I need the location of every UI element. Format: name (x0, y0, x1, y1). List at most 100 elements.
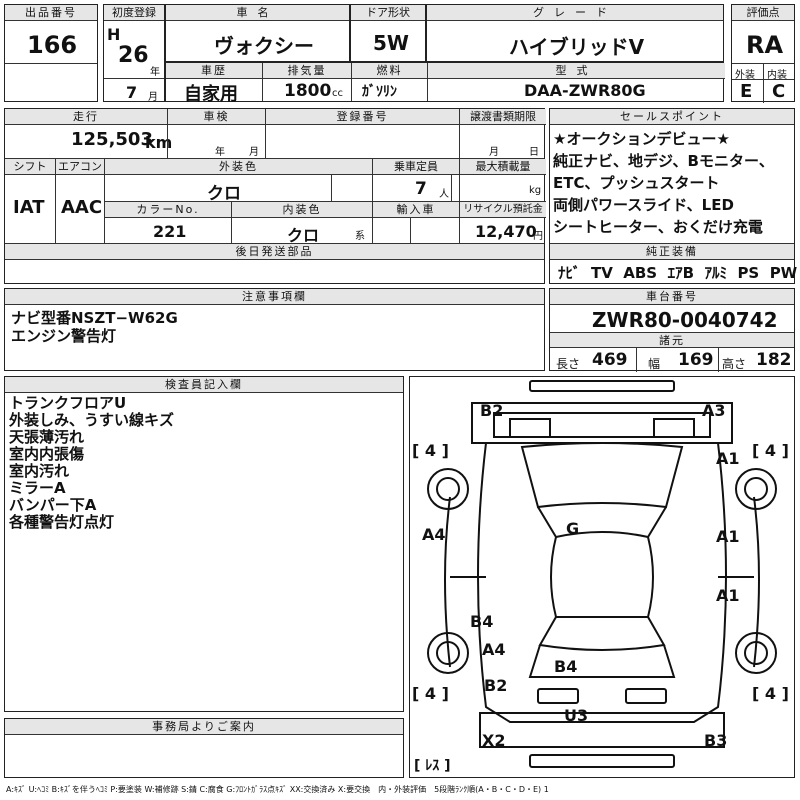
grade-box: グレード ハイブリッドV (426, 4, 724, 62)
office-box: 事務局よりご案内 (4, 718, 404, 778)
shift-label: シフト (5, 159, 55, 175)
detail-grid: 走行 125,503 km 車検 年 月 登録番号 譲渡書類期限 月 日 シフト… (4, 108, 546, 284)
damage-mark: A1 (716, 449, 740, 468)
model-code: DAA-ZWR80G (524, 81, 646, 100)
car-name-label: 車名 (166, 5, 349, 21)
history-label: 車歴 (166, 63, 262, 79)
shift-value: IAT (13, 197, 45, 218)
damage-mark: B4 (470, 612, 494, 631)
ac-value: AAC (61, 197, 103, 218)
first-registration-box: 初度登録 H 26 年 7 月 (103, 4, 165, 103)
recycle-value: 12,470 (475, 222, 537, 241)
sales-point-line: 純正ナビ、地デジ、Bモニター、 (553, 152, 774, 170)
score-value: RA (746, 31, 784, 59)
damage-mark: A3 (702, 401, 726, 420)
inspector-line: ミラーA (9, 479, 66, 497)
first-reg-year: 26 (118, 43, 149, 68)
ext-label: 外装 (735, 70, 755, 81)
equipment-item: PW (769, 264, 798, 282)
spec-length: 469 (592, 350, 628, 370)
interior-color-label: 内装色 (232, 202, 372, 218)
lot-box: 出品番号 166 (4, 4, 98, 102)
interior-color-value: クロ (287, 226, 320, 245)
legend: A:ｷｽﾞ U:ﾍｺﾐ B:ｷｽﾞを伴うﾍｺﾐ P:要塗装 W:補修跡 S:錆 … (6, 785, 549, 794)
door-value: 5W (373, 31, 409, 55)
capacity-value: 7 (415, 179, 427, 199)
notes-line: ナビ型番NSZT−W62G (11, 309, 178, 327)
sales-point-line: 両側パワースライド、LED (553, 196, 734, 214)
fuel-value: ｶﾞｿﾘﾝ (362, 84, 397, 100)
equipment-item: ﾅﾋﾞ (558, 264, 581, 282)
damage-mark: A4 (422, 525, 446, 544)
notes-line: エンジン警告灯 (11, 327, 117, 345)
inspector-line: 各種警告灯点灯 (9, 513, 115, 531)
spec-width: 169 (678, 350, 714, 370)
tire-rating: [ 4 ] (752, 441, 789, 460)
damage-mark: A4 (482, 640, 506, 659)
tire-rating: [ 4 ] (752, 684, 789, 703)
damage-mark: B2 (480, 401, 504, 420)
inspector-line: トランクフロアU (9, 394, 127, 412)
spec-height: 182 (756, 350, 792, 370)
notes-box: 注意事項欄 ナビ型番NSZT−W62G エンジン警告灯 (4, 288, 545, 371)
sales-point-line: ★オークションデビュー★ (553, 130, 730, 148)
door-box: ドア形状 5W (350, 4, 426, 62)
car-name-box: 車名 ヴォクシー (165, 4, 350, 62)
era: H (107, 25, 121, 44)
mileage-label: 走行 (5, 109, 167, 125)
fuel-label: 燃料 (352, 63, 427, 79)
history-row: 車歴 自家用 排気量 1800 cc 燃料 ｶﾞｿﾘﾝ 型式 DAA-ZWR80… (165, 62, 725, 105)
inspector-line: 外装しみ、うすい線キズ (9, 411, 175, 429)
later-parts-label: 後日発送部品 (5, 244, 544, 260)
inspector-line: 天張薄汚れ (9, 428, 85, 446)
int-score: C (772, 81, 786, 102)
spare-tire: [ ﾚｽ ] (414, 758, 451, 774)
import-label: 輸入車 (373, 202, 459, 218)
ac-label: エアコン (56, 159, 104, 175)
office-label: 事務局よりご案内 (5, 719, 403, 735)
sales-points-box: セールスポイント ★オークションデビュー★ 純正ナビ、地デジ、Bモニター、 ET… (549, 108, 797, 284)
registration-label: 登録番号 (266, 109, 459, 125)
damage-mark: G (566, 519, 580, 538)
inspection-label: 車検 (168, 109, 265, 125)
tire-rating: [ 4 ] (412, 684, 449, 703)
inspector-box: 検査員記入欄 トランクフロアU 外装しみ、うすい線キズ 天張薄汚れ 室内内張傷 … (4, 376, 404, 712)
damage-mark: A1 (716, 586, 740, 605)
color-no-value: 221 (153, 222, 187, 241)
sales-points-text: ★オークションデビュー★ 純正ナビ、地デジ、Bモニター、 ETC、プッシュスター… (553, 131, 774, 236)
equipment-list: ﾅﾋﾞ TV ABS ｴｱB ｱﾙﾐ PS PW (558, 262, 797, 283)
first-registration-label: 初度登録 (104, 5, 164, 21)
damage-mark: X2 (482, 731, 506, 750)
max-load-label: 最大積載量 (460, 159, 546, 175)
grade-value: ハイブリッドV (509, 35, 645, 59)
lot-label: 出品番号 (5, 5, 97, 21)
recycle-label: リサイクル預託金 (460, 202, 546, 218)
damage-mark: B4 (554, 657, 578, 676)
exterior-color-value: クロ (207, 184, 241, 204)
specs-label: 諸元 (550, 332, 794, 348)
capacity-label: 乗車定員 (373, 159, 459, 175)
notes-label: 注意事項欄 (5, 289, 544, 305)
sales-point-line: ETC、プッシュスタート (553, 174, 720, 192)
equipment-item: ABS (623, 264, 658, 282)
equipment-item: ｴｱB (667, 264, 695, 282)
equipment-item: PS (737, 264, 760, 282)
damage-mark: U3 (564, 706, 589, 725)
equipment-label: 純正装備 (550, 244, 794, 260)
damage-mark: B3 (704, 731, 728, 750)
transfer-deadline-label: 譲渡書類期限 (460, 109, 546, 125)
grade-label: グレード (427, 5, 723, 21)
history-value: 自家用 (184, 84, 238, 105)
sales-points-label: セールスポイント (550, 109, 794, 125)
color-no-label: カラーNo. (105, 202, 231, 218)
inspector-line: 室内内張傷 (9, 445, 85, 463)
inspector-label: 検査員記入欄 (5, 377, 403, 393)
tire-rating: [ 4 ] (412, 441, 449, 460)
car-outline (427, 380, 777, 768)
chassis-label: 車台番号 (550, 289, 794, 305)
chassis-box: 車台番号 ZWR80-0040742 諸元 長さ 469 幅 169 高さ 18… (549, 288, 795, 372)
sales-point-line: シートヒーター、おくだけ充電 (553, 218, 763, 236)
damage-mark: B2 (484, 676, 508, 695)
mileage-value: 125,503 (71, 129, 153, 150)
inspector-line: 室内汚れ (9, 462, 70, 480)
